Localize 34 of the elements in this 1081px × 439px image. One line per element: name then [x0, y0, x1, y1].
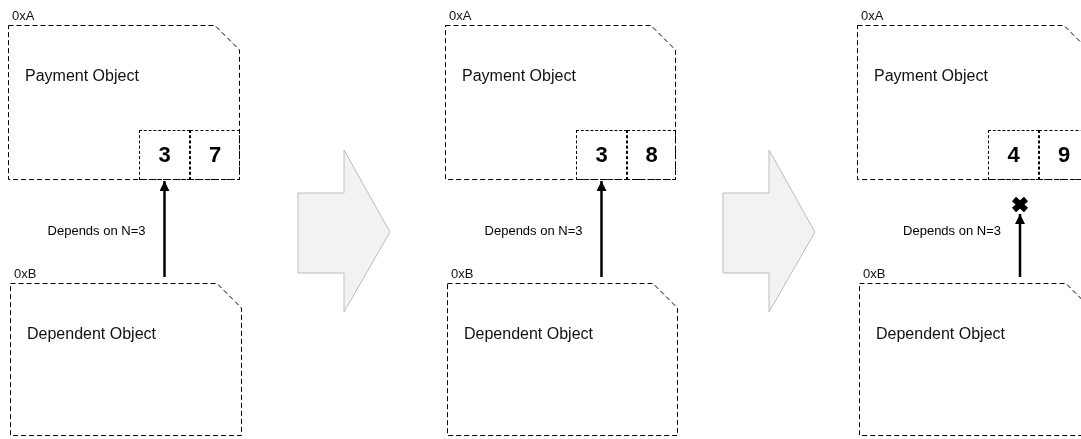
object-box: [10, 283, 242, 436]
value-cell: [576, 130, 627, 180]
object-title: Dependent Object: [464, 325, 593, 343]
cross-icon: [1011, 196, 1029, 213]
address-label: 0xB: [14, 266, 37, 281]
object-title: Payment Object: [25, 67, 139, 85]
value-cell: [190, 130, 240, 180]
value-cell: [988, 130, 1039, 180]
address-label: 0xA: [449, 8, 472, 23]
object-title: Dependent Object: [876, 325, 1005, 343]
address-label: 0xA: [861, 8, 884, 23]
value-number: 7: [208, 142, 222, 168]
value-number: 3: [158, 142, 171, 168]
value-cell: [627, 130, 676, 180]
value-cell: [1039, 130, 1081, 180]
address-label: 0xB: [451, 266, 474, 281]
object-title: Payment Object: [462, 67, 576, 85]
object-title: Dependent Object: [27, 325, 156, 343]
value-number: 8: [645, 142, 658, 168]
edge-label: Depends on N=3: [46, 223, 147, 238]
value-cell: [139, 130, 190, 180]
object-title: Payment Object: [874, 67, 988, 85]
object-box: [859, 283, 1081, 436]
value-number: 9: [1057, 142, 1071, 168]
object-box: [8, 25, 240, 180]
value-number: 4: [1007, 142, 1020, 168]
edge-label: Depends on N=3: [483, 223, 584, 238]
edge-label: Depends on N=3: [902, 223, 1002, 238]
object-box: [445, 25, 676, 180]
address-label: 0xA: [12, 8, 35, 23]
address-label: 0xB: [863, 266, 886, 281]
value-number: 3: [595, 142, 608, 168]
object-box: [447, 283, 678, 436]
object-box: [857, 25, 1081, 180]
